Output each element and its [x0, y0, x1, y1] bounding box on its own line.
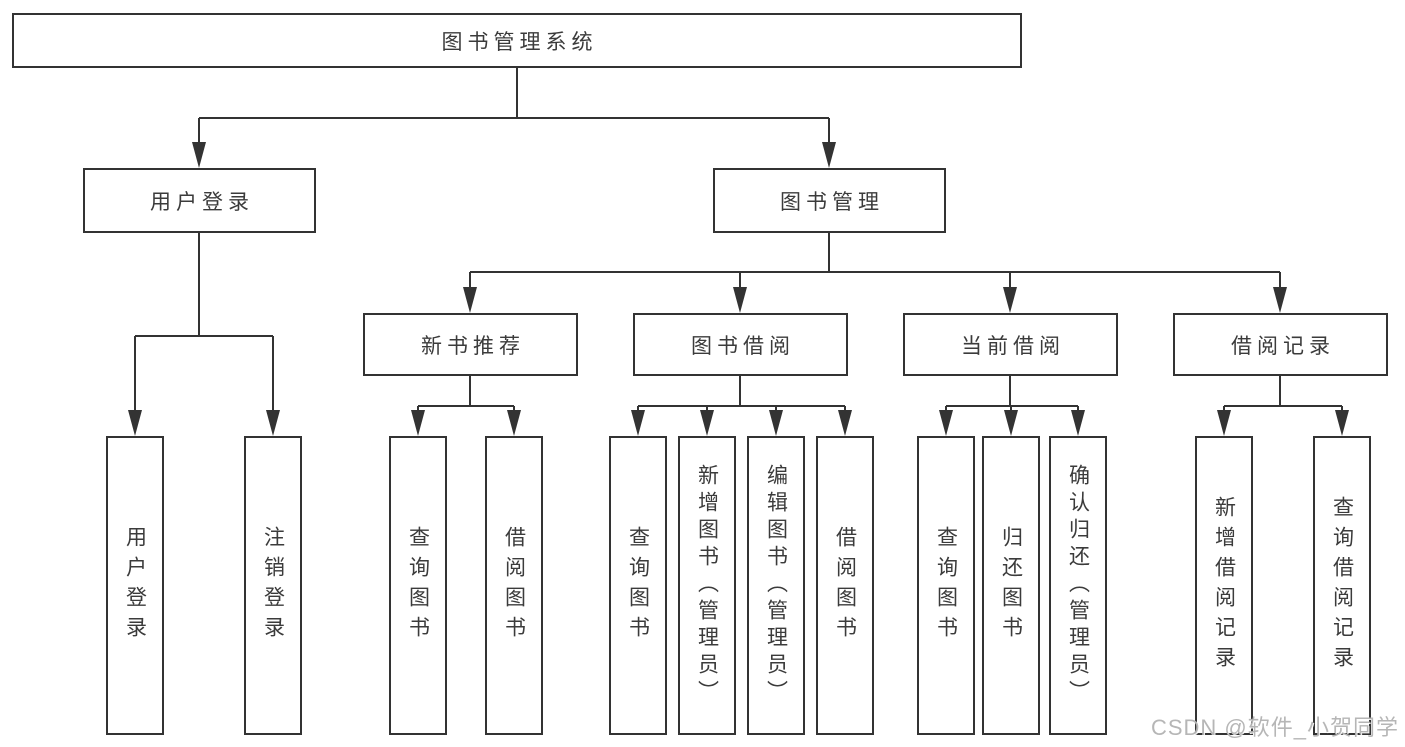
node-label: 用户登录: [150, 190, 254, 214]
node-label: 新增借阅记录: [1212, 495, 1236, 676]
node-label: 编辑图书（管理员）: [764, 464, 788, 707]
node-label: 查询图书: [626, 525, 650, 646]
leaf-query-books: 查询图书: [917, 436, 975, 735]
connector-newbook-to-leaves: [417, 376, 515, 412]
node-label: 注销登录: [261, 525, 285, 646]
leaf-query-books: 查询图书: [609, 436, 667, 735]
leaf-borrow-books: 借阅图书: [485, 436, 543, 735]
arrowheads: [128, 142, 1349, 436]
node-label: 借阅图书: [833, 525, 857, 646]
node-label: 图书管理系统: [441, 30, 598, 54]
node-label: 查询借阅记录: [1330, 495, 1354, 676]
leaf-add-books-admin: 新增图书（管理员）: [678, 436, 736, 735]
node-label: 图书管理: [780, 190, 884, 214]
node-label: 新增图书（管理员）: [695, 464, 719, 707]
leaf-add-borrow-record: 新增借阅记录: [1195, 436, 1253, 735]
leaf-confirm-return-admin: 确认归还（管理员）: [1049, 436, 1107, 735]
connector-current-to-leaves: [945, 376, 1079, 412]
node-current-borrowing: 当前借阅: [903, 313, 1118, 376]
connector-mgmt-to-level3: [469, 233, 1281, 289]
leaf-query-books: 查询图书: [389, 436, 447, 735]
csdn-watermark: CSDN @软件_小贺同学: [1150, 715, 1399, 740]
node-label: 图书借阅: [691, 334, 795, 358]
node-borrow-records: 借阅记录: [1173, 313, 1388, 376]
leaf-query-borrow-record: 查询借阅记录: [1313, 436, 1371, 735]
node-label: 当前借阅: [961, 334, 1065, 358]
connector-borrow-to-leaves: [637, 376, 846, 412]
leaf-logout: 注销登录: [244, 436, 302, 735]
connector-root-to-level2: [198, 68, 830, 144]
node-library-management-system: 图书管理系统: [12, 13, 1022, 68]
node-label: 用户登录: [123, 525, 147, 646]
leaf-borrow-books: 借阅图书: [816, 436, 874, 735]
node-label: 借阅图书: [502, 525, 526, 646]
connector-record-to-leaves: [1223, 376, 1343, 412]
leaf-edit-books-admin: 编辑图书（管理员）: [747, 436, 805, 735]
connector-login-to-leaves: [134, 233, 274, 412]
leaf-user-login: 用户登录: [106, 436, 164, 735]
node-label: 归还图书: [999, 525, 1023, 646]
node-book-management: 图书管理: [713, 168, 946, 233]
node-label: 借阅记录: [1231, 334, 1335, 358]
node-label: 查询图书: [406, 525, 430, 646]
node-label: 新书推荐: [421, 334, 525, 358]
node-new-book-recommend: 新书推荐: [363, 313, 578, 376]
node-label: 查询图书: [934, 525, 958, 646]
node-label: 确认归还（管理员）: [1066, 464, 1090, 707]
leaf-return-books: 归还图书: [982, 436, 1040, 735]
node-book-borrowing: 图书借阅: [633, 313, 848, 376]
node-user-login: 用户登录: [83, 168, 316, 233]
